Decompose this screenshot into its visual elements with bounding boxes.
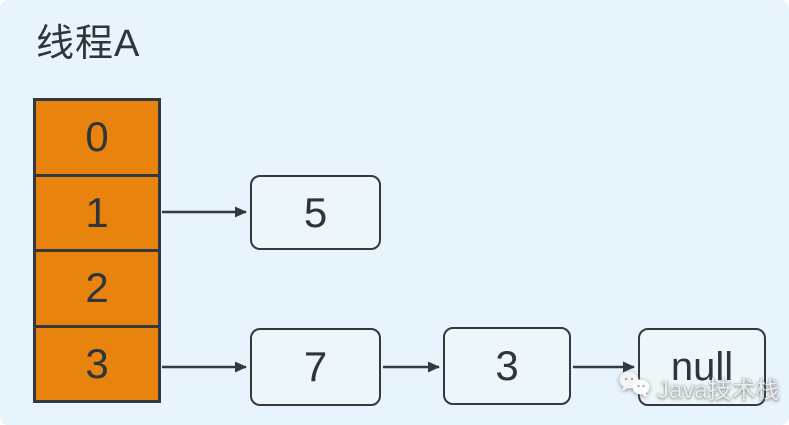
list-node-null: null bbox=[638, 328, 766, 406]
list-node-3: 3 bbox=[443, 327, 571, 405]
wechat-icon bbox=[618, 369, 652, 406]
array-cell-2: 2 bbox=[33, 249, 161, 328]
watermark: Java技术栈 bbox=[618, 369, 780, 405]
page-title: 线程A bbox=[36, 23, 141, 65]
list-node-5: 5 bbox=[250, 175, 381, 250]
array-cell-0: 0 bbox=[33, 98, 161, 177]
list-node-7: 7 bbox=[250, 328, 381, 406]
array-cell-3: 3 bbox=[33, 324, 161, 403]
array-table: 0 1 2 3 bbox=[33, 98, 161, 403]
watermark-text: Java技术栈 bbox=[657, 376, 780, 404]
array-cell-1: 1 bbox=[33, 173, 161, 252]
